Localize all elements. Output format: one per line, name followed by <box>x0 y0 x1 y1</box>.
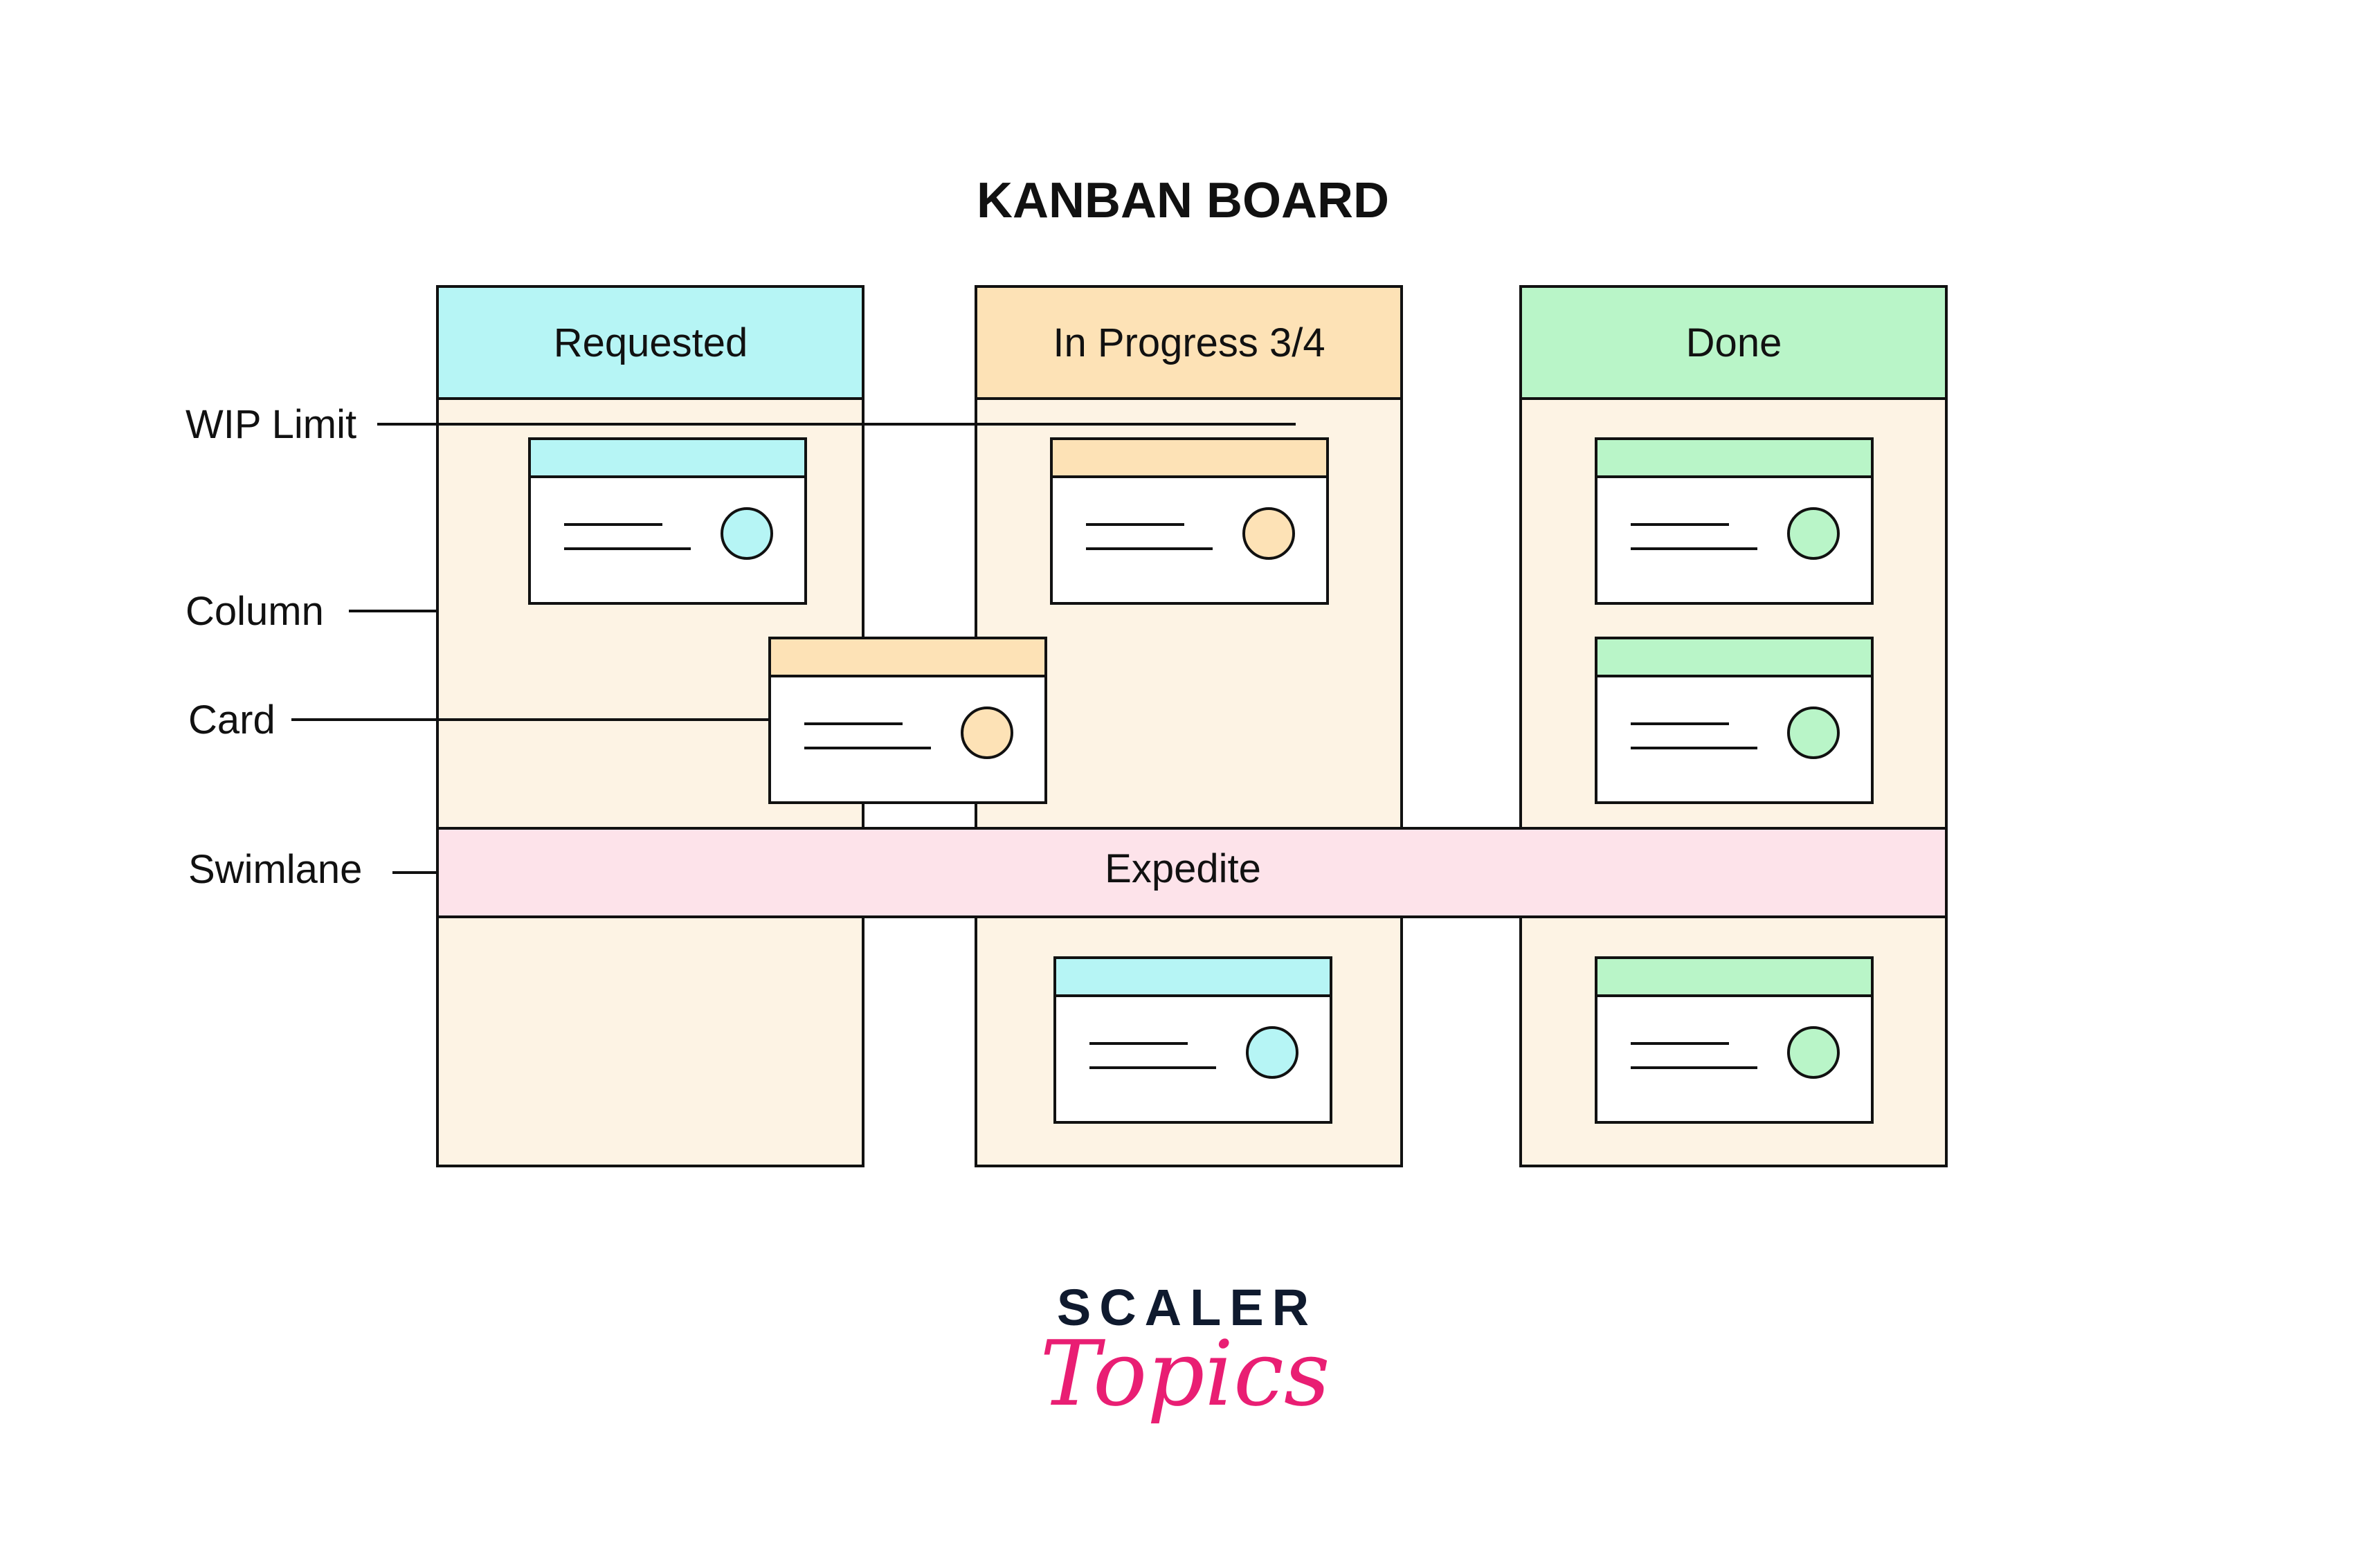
annotation-label: WIP Limit <box>185 402 356 447</box>
column-header-in-progress <box>975 285 1403 400</box>
card-header <box>1595 437 1874 478</box>
card[interactable] <box>528 437 807 605</box>
card[interactable] <box>1595 437 1874 605</box>
column-title: Done <box>1686 320 1782 365</box>
annotation-label: Swimlane <box>188 847 362 892</box>
card[interactable] <box>1595 637 1874 804</box>
avatar-icon <box>961 706 1013 759</box>
annotation-label: Column <box>185 589 324 634</box>
logo-scaler: SCALER <box>1057 1279 1317 1336</box>
page-title: KANBAN BOARD <box>977 173 1389 228</box>
column-title: Requested <box>554 320 748 365</box>
card-header <box>1595 956 1874 997</box>
column-title: In Progress 3/4 <box>1053 320 1325 365</box>
annotation-label: Card <box>188 698 275 742</box>
annotation-column: Column <box>185 589 437 634</box>
logo-topics: Topics <box>1040 1321 1330 1426</box>
avatar-icon <box>1242 507 1295 560</box>
card-header <box>1595 637 1874 677</box>
card[interactable] <box>1595 956 1874 1124</box>
card[interactable] <box>1053 956 1332 1124</box>
card-header <box>1053 956 1332 997</box>
card-header <box>768 637 1047 677</box>
annotation-swimlane: Swimlane <box>188 847 437 892</box>
column-header-requested <box>436 285 864 400</box>
card[interactable] <box>768 637 1047 804</box>
annotation-wip-limit: WIP Limit <box>185 402 1296 447</box>
scaler-topics-logo: SCALER Topics <box>1040 1279 1330 1426</box>
avatar-icon <box>721 507 773 560</box>
avatar-icon <box>1787 706 1840 759</box>
avatar-icon <box>1787 1026 1840 1079</box>
column-header-done <box>1519 285 1948 400</box>
card[interactable] <box>1050 437 1329 605</box>
swimlane-label: Expedite <box>1105 846 1261 891</box>
avatar-icon <box>1787 507 1840 560</box>
annotation-card: Card <box>188 698 770 742</box>
swimlane-expedite: Expedite <box>436 827 1948 918</box>
avatar-icon <box>1246 1026 1298 1079</box>
card-header <box>528 437 807 478</box>
card-header <box>1050 437 1329 478</box>
